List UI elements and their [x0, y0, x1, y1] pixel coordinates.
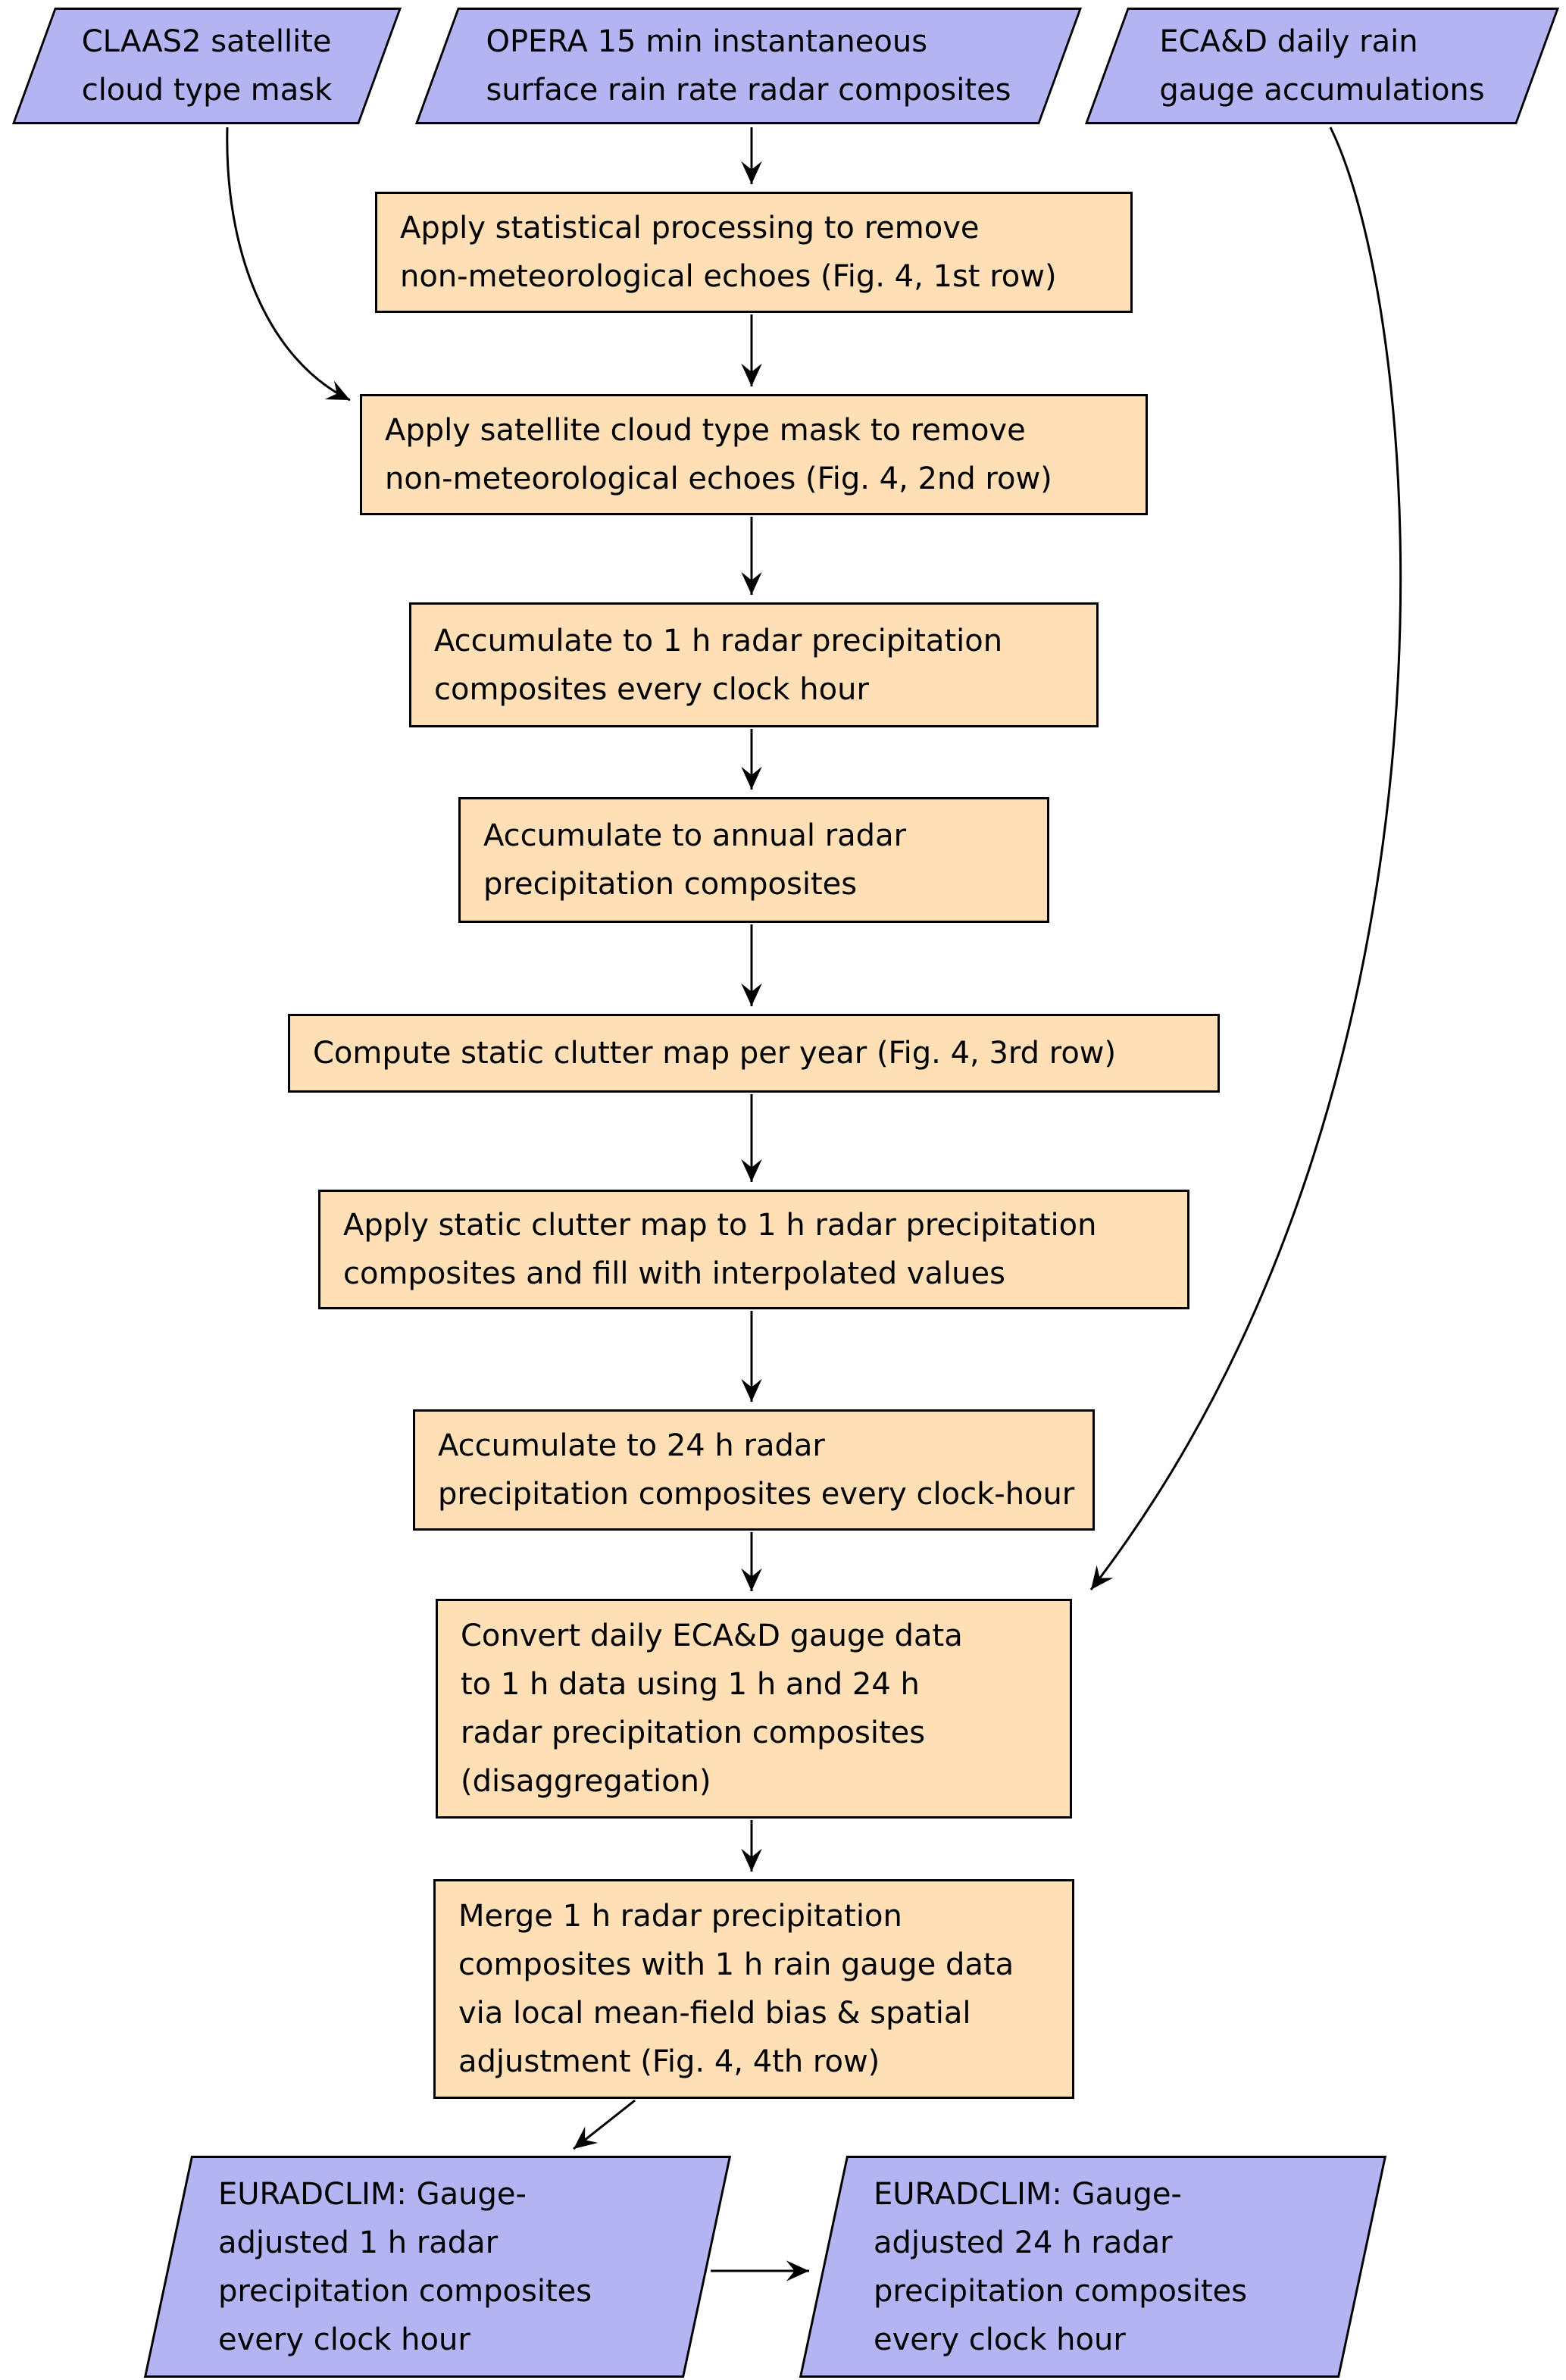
output-euradclim-1h-label: EURADCLIM: Gauge- adjusted 1 h radar pre…: [218, 2176, 592, 2357]
process-apply-clutter-map-label: Apply static clutter map to 1 h radar pr…: [343, 1208, 1097, 1291]
process-accumulate-1h-label: Accumulate to 1 h radar precipitation co…: [434, 623, 1003, 707]
input-ecad-label: ECA&D daily rain gauge accumulations: [1159, 24, 1485, 108]
process-satellite-mask-label: Apply satellite cloud type mask to remov…: [385, 413, 1052, 496]
output-euradclim-1h: EURADCLIM: Gauge- adjusted 1 h radar pre…: [143, 2156, 732, 2378]
process-statistical-processing-label: Apply statistical processing to remove n…: [400, 211, 1057, 294]
process-merge-gauge-label: Merge 1 h radar precipitation composites…: [458, 1899, 1014, 2079]
process-static-clutter-map-label: Compute static clutter map per year (Fig…: [313, 1036, 1117, 1071]
process-satellite-mask: Apply satellite cloud type mask to remov…: [360, 394, 1148, 515]
process-accumulate-annual-label: Accumulate to annual radar precipitation…: [483, 818, 907, 902]
input-claas2-label: CLAAS2 satellite cloud type mask: [81, 24, 333, 108]
process-accumulate-24h-label: Accumulate to 24 h radar precipitation c…: [438, 1428, 1075, 1512]
input-opera: OPERA 15 min instantaneous surface rain …: [414, 8, 1083, 124]
process-apply-clutter-map: Apply static clutter map to 1 h radar pr…: [318, 1190, 1189, 1309]
input-opera-label: OPERA 15 min instantaneous surface rain …: [486, 24, 1011, 108]
input-ecad: ECA&D daily rain gauge accumulations: [1084, 8, 1560, 124]
process-merge-gauge: Merge 1 h radar precipitation composites…: [433, 1879, 1074, 2099]
arrow-merge-to-euradclim-1h: [573, 2099, 636, 2150]
process-statistical-processing: Apply statistical processing to remove n…: [375, 192, 1133, 313]
process-accumulate-24h: Accumulate to 24 h radar precipitation c…: [413, 1409, 1095, 1531]
arrow-claas2-to-satellite-mask: [226, 127, 351, 402]
output-euradclim-24h: EURADCLIM: Gauge- adjusted 24 h radar pr…: [799, 2156, 1387, 2378]
process-accumulate-1h: Accumulate to 1 h radar precipitation co…: [409, 602, 1099, 727]
process-disaggregation-label: Convert daily ECA&D gauge data to 1 h da…: [461, 1618, 963, 1799]
input-claas2: CLAAS2 satellite cloud type mask: [11, 8, 402, 124]
process-disaggregation: Convert daily ECA&D gauge data to 1 h da…: [436, 1599, 1072, 1819]
process-static-clutter-map: Compute static clutter map per year (Fig…: [288, 1014, 1220, 1093]
output-euradclim-24h-label: EURADCLIM: Gauge- adjusted 24 h radar pr…: [874, 2176, 1248, 2357]
process-accumulate-annual: Accumulate to annual radar precipitation…: [458, 797, 1049, 923]
arrow-ecad-to-disaggregation: [1089, 127, 1402, 1590]
